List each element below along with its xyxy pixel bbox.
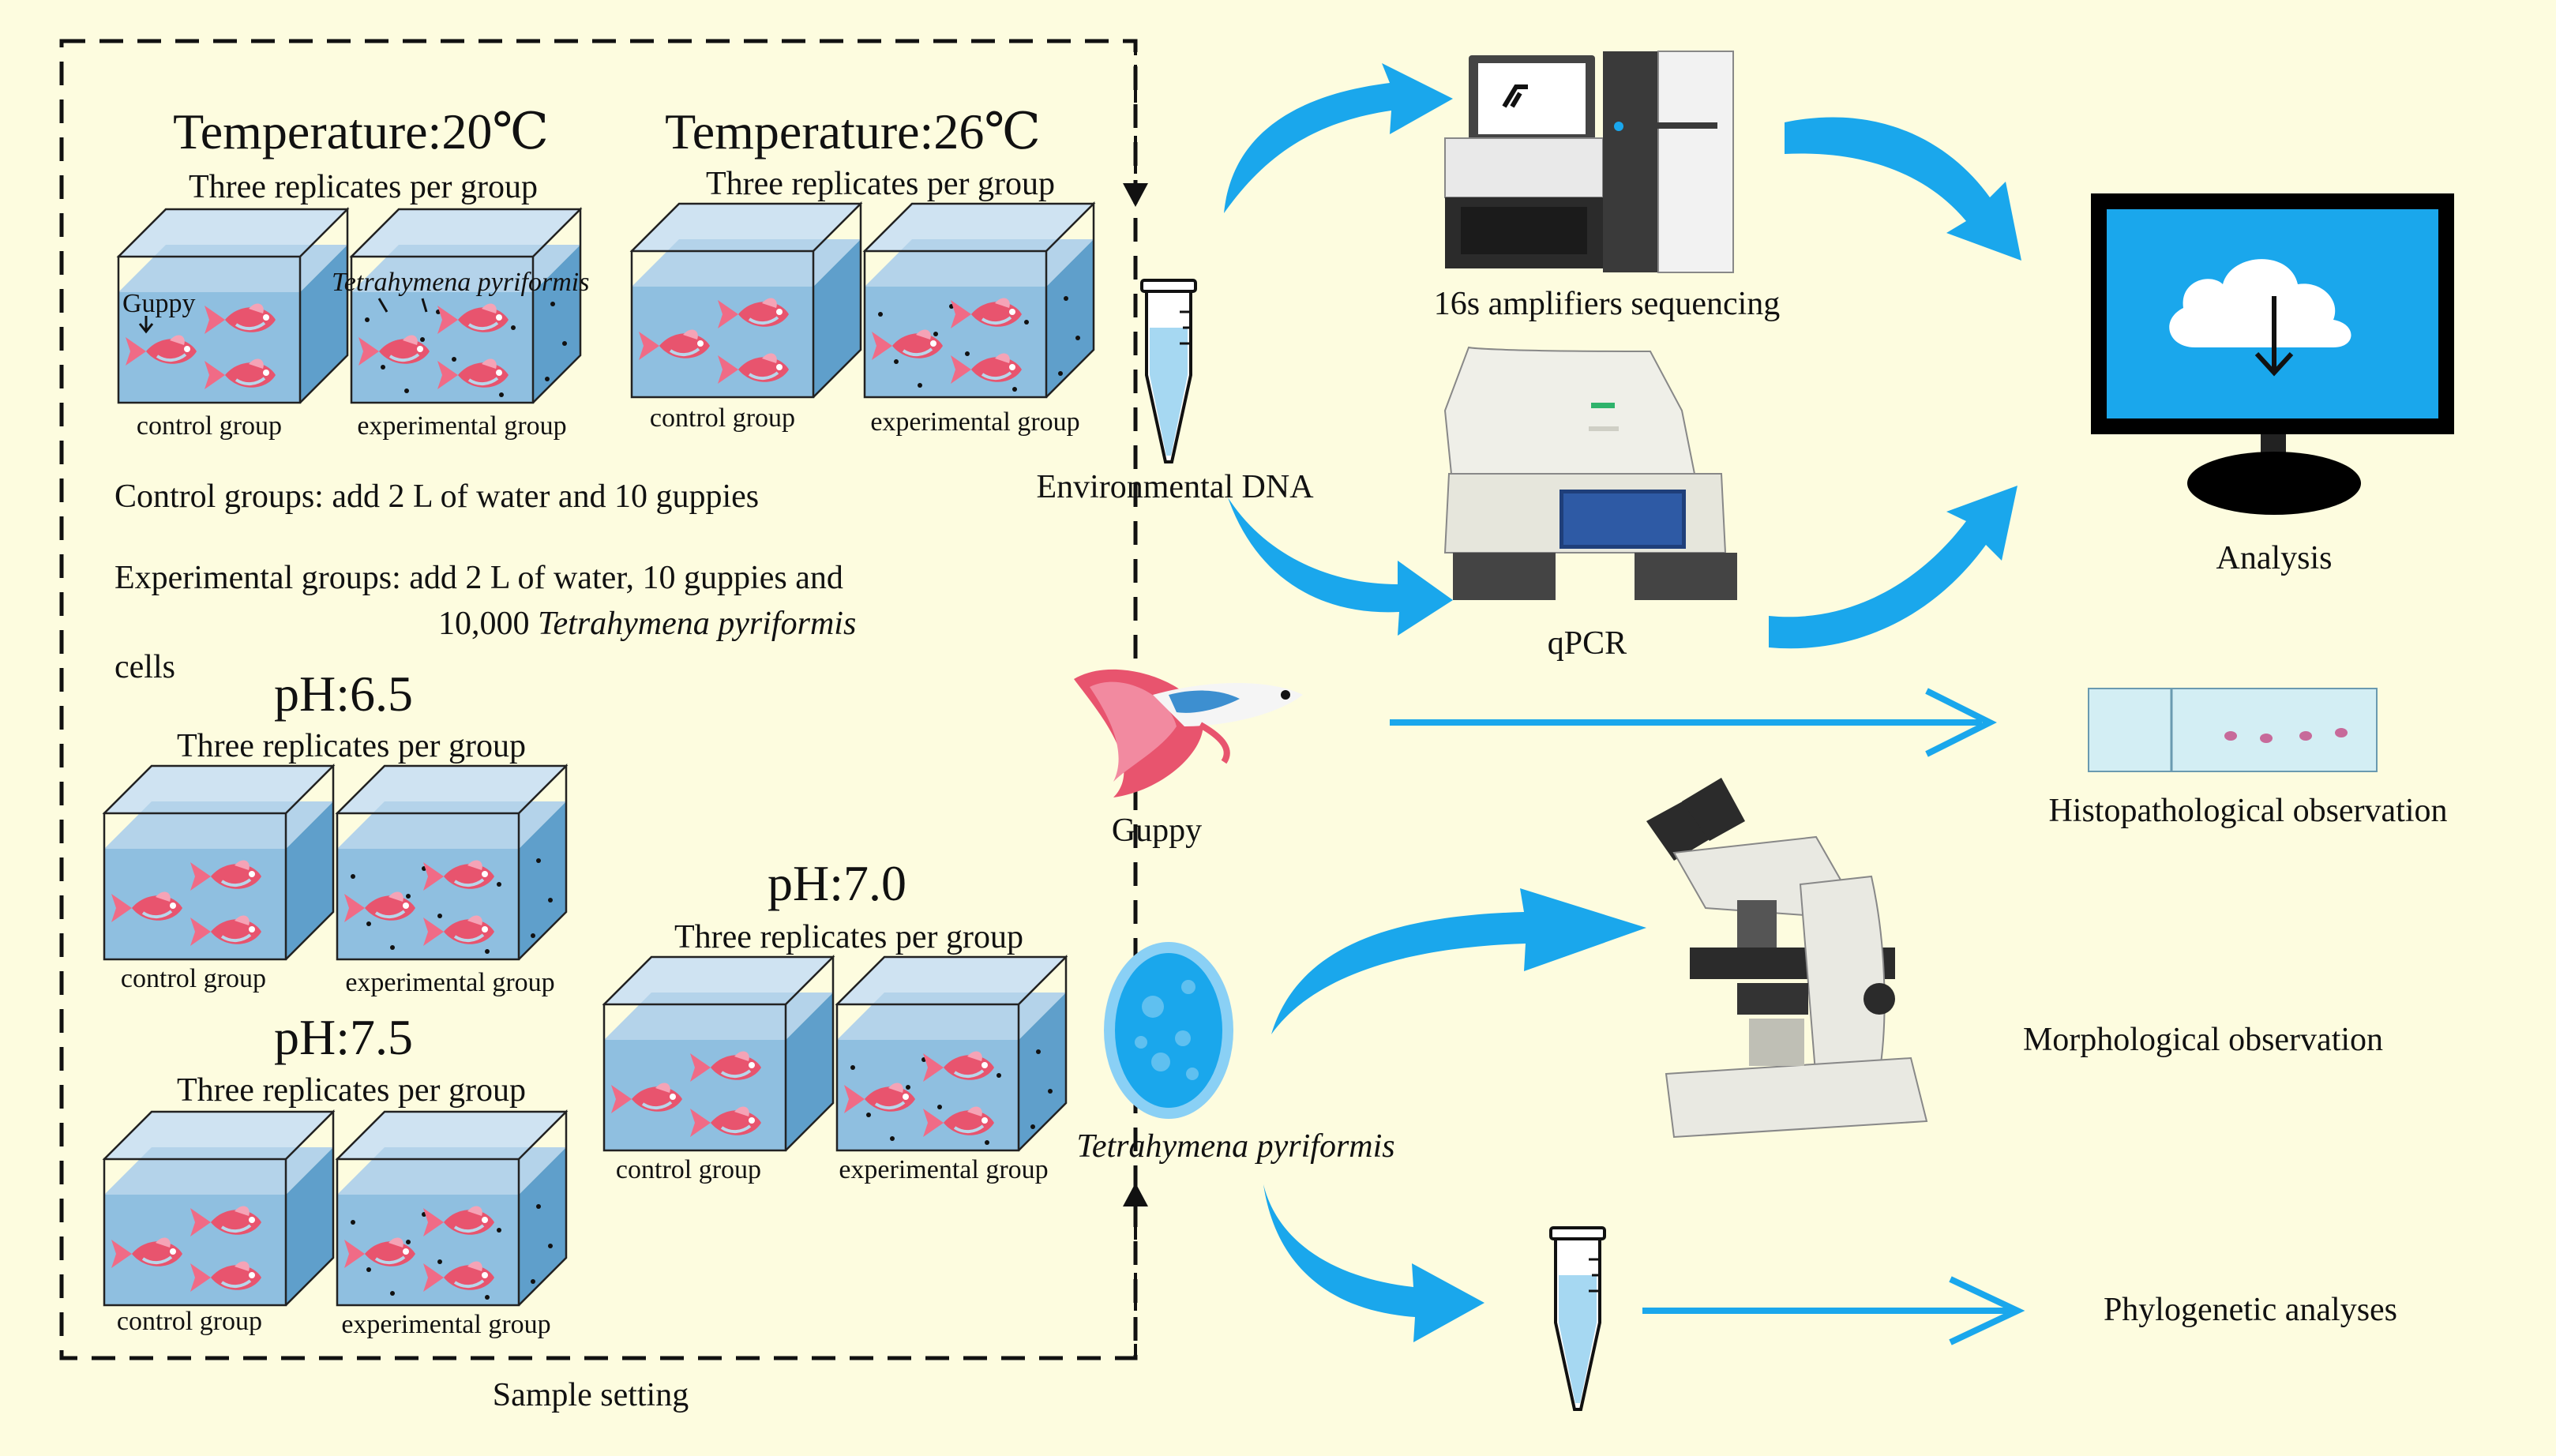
ph65-control-label: control group — [121, 964, 266, 993]
temp26-experimental-label: experimental group — [870, 407, 1079, 437]
experimental-groups-note-line2: 10,000 Tetrahymena pyriformis — [438, 606, 856, 642]
tetrahymena-illustration — [1104, 942, 1233, 1119]
temp20-control-label: control group — [137, 411, 282, 441]
ph65-experimental-label: experimental group — [345, 968, 554, 997]
phylogenetic-tube-icon — [1549, 1226, 1606, 1411]
temp26-experimental-tank — [863, 202, 1095, 399]
temp20-subtitle: Three replicates per group — [189, 169, 538, 205]
qpcr-label: qPCR — [1548, 625, 1627, 662]
tetrahymena-label: Tetrahymena pyriformis — [1076, 1128, 1394, 1165]
histopathological-label: Histopathological observation — [2048, 793, 2447, 829]
microscope-illustration — [1646, 778, 1928, 1139]
temp20-experimental-tank — [350, 208, 582, 404]
temp20-title: Temperature:20℃ — [173, 103, 549, 159]
flow-arrows — [1224, 63, 2021, 1342]
sequencing-label: 16s amplifiers sequencing — [1434, 286, 1781, 322]
guppy-label: Guppy — [1112, 812, 1202, 849]
guppy-illustration — [1074, 669, 1303, 797]
ph75-subtitle: Three replicates per group — [177, 1072, 526, 1109]
ph65-control-tank — [103, 764, 335, 961]
ph70-experimental-tank — [835, 955, 1068, 1152]
guppy-to-histology-arrow — [1390, 688, 1997, 757]
ph65-subtitle: Three replicates per group — [177, 728, 526, 764]
ph75-control-label: control group — [117, 1307, 262, 1336]
control-groups-note: Control groups: add 2 L of water and 10 … — [114, 478, 759, 515]
edna-tube-icon — [1140, 279, 1197, 463]
ph70-control-label: control group — [616, 1155, 761, 1184]
temp26-title: Temperature:26℃ — [665, 103, 1041, 159]
ph70-title: pH:7.0 — [768, 855, 906, 911]
ph65-title: pH:6.5 — [274, 666, 413, 722]
experimental-groups-note-line3: cells — [114, 649, 175, 685]
morphological-label: Morphological observation — [2023, 1022, 2383, 1058]
ph70-subtitle: Three replicates per group — [674, 919, 1023, 955]
sample-setting-caption: Sample setting — [493, 1377, 689, 1413]
ph75-experimental-tank — [336, 1110, 568, 1307]
tube-to-phylogenetic-arrow — [1642, 1276, 2025, 1345]
temp26-subtitle: Three replicates per group — [706, 166, 1055, 202]
analysis-monitor-illustration — [2091, 193, 2454, 515]
qpcr-machine-illustration — [1443, 346, 1737, 600]
ph70-experimental-label: experimental group — [839, 1155, 1048, 1184]
histology-slide-illustration — [2088, 688, 2378, 772]
ph65-experimental-tank — [336, 764, 568, 961]
experimental-groups-note-line1: Experimental groups: add 2 L of water, 1… — [114, 560, 843, 596]
temp20-experimental-label: experimental group — [357, 411, 566, 441]
analysis-label: Analysis — [2216, 540, 2333, 576]
ph75-title: pH:7.5 — [274, 1009, 413, 1065]
tetrahymena-callout-label: Tetrahymena pyriformis — [332, 268, 589, 297]
temp26-control-tank — [630, 202, 862, 399]
phylogenetic-label: Phylogenetic analyses — [2104, 1292, 2397, 1328]
ph75-experimental-label: experimental group — [341, 1310, 550, 1339]
ph70-control-tank — [602, 955, 835, 1152]
temp26-control-label: control group — [650, 403, 795, 433]
sample-setting-frame — [59, 39, 1138, 1360]
guppy-callout-label: Guppy — [122, 289, 196, 318]
sequencer-illustration — [1444, 51, 1734, 273]
edna-label: Environmental DNA — [1036, 469, 1314, 505]
ph75-control-tank — [103, 1110, 335, 1307]
